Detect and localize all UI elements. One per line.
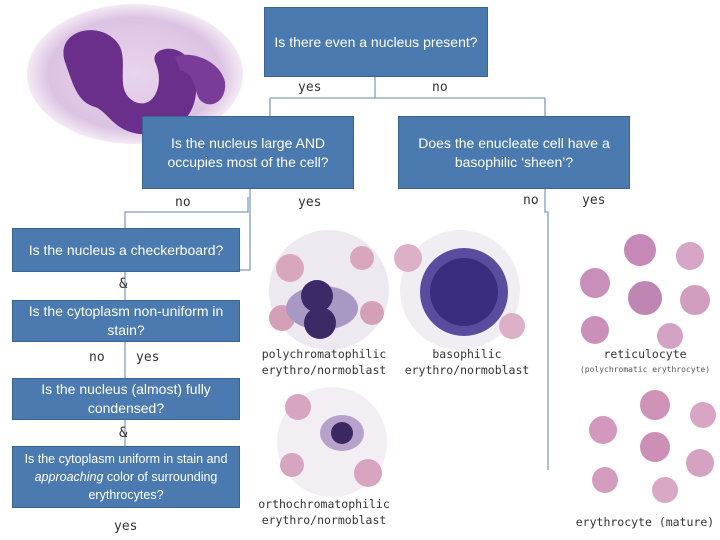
orthochromatophilic-line1: orthochromatophilic [258,497,390,511]
large-yes-label: yes [298,195,322,210]
condensed-box: Is the nucleus (almost) fully condensed? [12,378,240,420]
nucleus-large-box: Is the nucleus large AND occupies most o… [142,116,354,189]
reticulocyte-note: (polychromatic erythrocyte) [579,365,711,374]
basophilic-box: Does the enucleate cell have a basophili… [398,116,630,189]
erythrocyte-line1: erythrocyte (mature) [575,515,715,529]
basophilic-caption: basophilic erythro/normoblast [392,346,542,378]
orthochromatophilic-caption: orthochromatophilic erythro/normoblast [250,496,398,528]
large-no-label: no [175,195,191,210]
cytoplasm-nonuniform-text: Is the cytoplasm non-uniform in stain? [28,303,224,338]
ampersand-2: & [119,425,128,441]
top-question-box: Is there even a nucleus present? [264,7,488,77]
checkerboard-box: Is the nucleus a checkerboard? [12,228,240,272]
erythrocyte-image [575,385,720,510]
cytoplasm-nonuniform-box: Is the cytoplasm non-uniform in stain? [12,300,240,342]
orthochromatophilic-line2: erythro/normoblast [261,513,387,527]
polychromatophilic-line1: polychromatophilic [261,347,387,361]
nonuniform-no-label: no [89,350,105,365]
polychromatophilic-caption: polychromatophilic erythro/normoblast [250,346,398,378]
nonuniform-yes-label: yes [136,350,160,365]
polychromatophilic-line2: erythro/normoblast [261,363,387,377]
cytoplasm-uniform-text: Is the cytoplasm uniform in stain and ap… [19,450,233,504]
neutrophil-image [27,4,243,144]
nucleus-large-text: Is the nucleus large AND occupies most o… [167,134,329,170]
cytoplasm-uniform-emphasis: approaching [34,470,104,484]
cytoplasm-uniform-part2: color of surrounding erythrocytes? [88,470,218,502]
basophilic-line1: basophilic [432,347,502,361]
basophilic-no-label: no [523,193,539,208]
cytoplasm-uniform-box: Is the cytoplasm uniform in stain and ap… [12,446,240,508]
basophilic-text: Does the enucleate cell have a basophili… [418,134,610,170]
reticulocyte-line1: reticulocyte [603,347,687,361]
ampersand-1: & [119,276,128,292]
top-no-label: no [432,80,448,95]
top-question-text: Is there even a nucleus present? [274,33,478,50]
polychromatophilic-image [269,230,389,350]
erythrocyte-caption: erythrocyte (mature) [572,514,718,530]
reticulocyte-caption: reticulocyte (polychromatic erythrocyte) [575,346,715,378]
final-yes-label: yes [114,519,138,534]
condensed-text: Is the nucleus (almost) fully condensed? [41,381,211,416]
cytoplasm-uniform-part1: Is the cytoplasm uniform in stain and [24,452,228,466]
reticulocyte-image [565,228,720,353]
basophilic-yes-label: yes [582,193,606,208]
checkerboard-text: Is the nucleus a checkerboard? [28,241,224,258]
top-yes-label: yes [298,80,322,95]
orthochromatophilic-image [277,387,387,497]
basophilic-image [394,230,525,350]
basophilic-line2: erythro/normoblast [404,363,530,377]
